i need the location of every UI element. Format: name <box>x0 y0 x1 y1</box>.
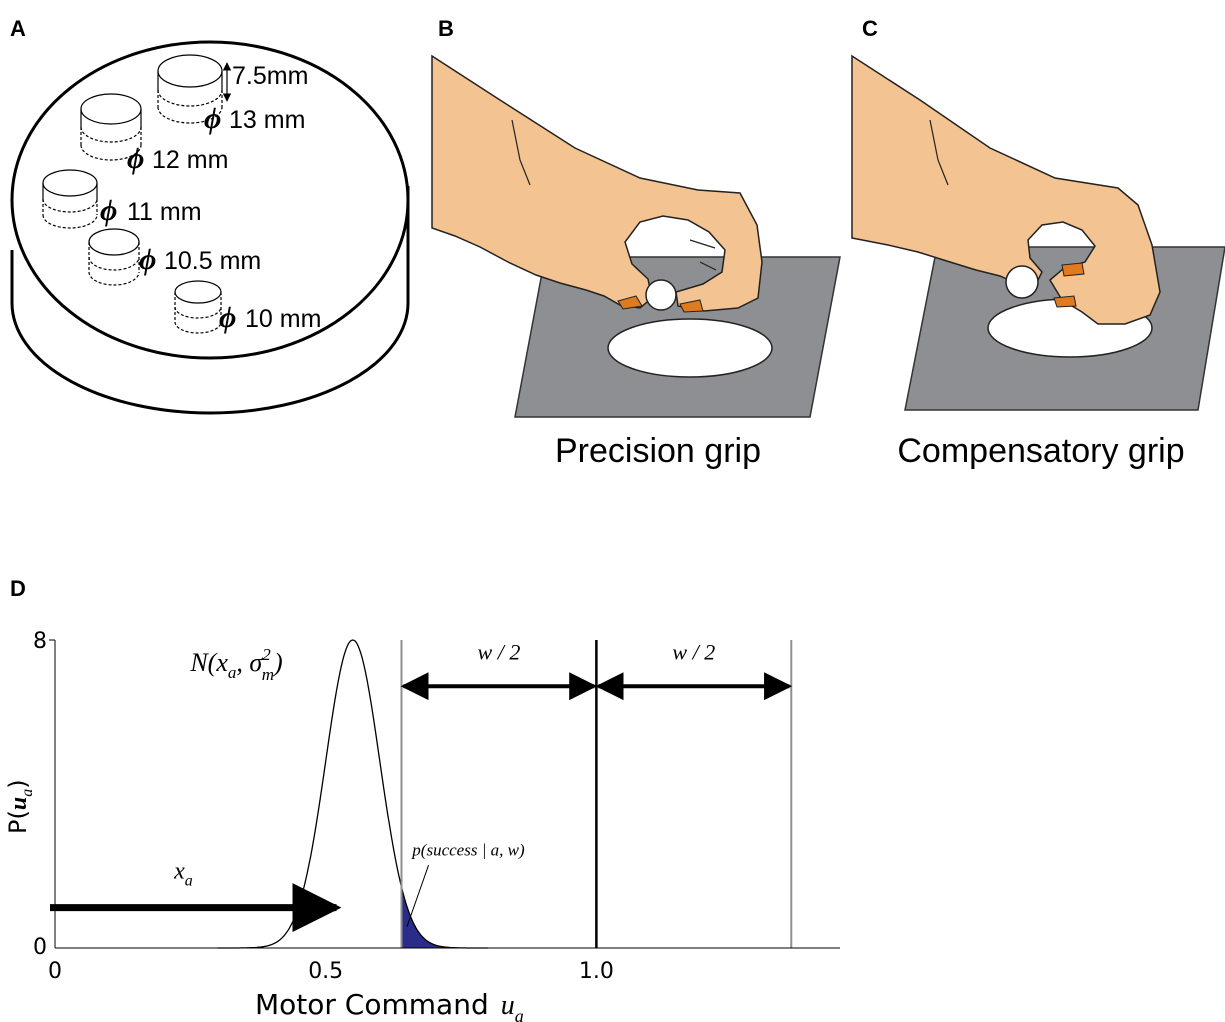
hole-10mm <box>174 280 222 334</box>
finger-nail <box>1053 295 1077 308</box>
hand <box>851 54 1161 325</box>
hole-11mm <box>42 169 98 229</box>
diameter-label-10: ϕ 10 mm <box>219 301 321 334</box>
xa-label: xa <box>173 859 193 890</box>
panel-b-illustration <box>431 54 841 418</box>
half-width-label-right: w / 2 <box>672 639 715 664</box>
diameter-value: 12 mm <box>152 146 228 174</box>
phi-symbol: ϕ <box>204 102 221 135</box>
panel-label-c: C <box>862 16 878 41</box>
y-tick-label: 8 <box>33 629 47 654</box>
caption-precision-grip: Precision grip <box>555 432 761 470</box>
panel-label-a: A <box>10 16 26 41</box>
panel-a-disc <box>10 40 410 415</box>
phi-symbol: ϕ <box>127 142 144 175</box>
diameter-value: 10.5 mm <box>164 247 261 275</box>
thumb-nail <box>1061 262 1085 277</box>
hole-13mm <box>157 54 223 124</box>
panel-label-d: D <box>10 576 26 601</box>
y-tick-label: 0 <box>33 935 47 960</box>
diameter-label-13: ϕ 13 mm <box>204 102 305 135</box>
hand <box>431 54 763 312</box>
ball <box>1005 265 1039 299</box>
panel-label-b: B <box>438 16 454 41</box>
phi-symbol: ϕ <box>100 194 117 227</box>
hole-12mm <box>80 93 142 161</box>
diameter-label-10-5: ϕ 10.5 mm <box>139 243 261 276</box>
diameter-value: 13 mm <box>229 106 305 134</box>
diameter-label-12: ϕ 12 mm <box>127 142 228 175</box>
thumb-nail <box>617 295 643 310</box>
diameter-value: 10 mm <box>245 305 321 333</box>
finger-nail <box>679 299 704 313</box>
x-tick-label: 0.5 <box>308 959 343 984</box>
plate-hole <box>607 318 773 378</box>
phi-symbol: ϕ <box>139 243 156 276</box>
normal-curve <box>217 639 489 949</box>
success-pointer-line <box>406 865 430 927</box>
diameter-value: 11 mm <box>127 198 202 226</box>
half-width-label-left: w / 2 <box>478 639 521 664</box>
depth-label: 7.5mm <box>232 62 308 90</box>
diameter-label-11: ϕ 11 mm <box>100 194 202 227</box>
x-tick-label: 0 <box>48 959 62 984</box>
hole-10-5mm <box>88 228 140 286</box>
success-area <box>401 887 489 948</box>
x-tick-label: 1.0 <box>579 959 614 984</box>
ball <box>645 279 677 311</box>
panel-c-illustration <box>851 54 1225 411</box>
caption-compensatory-grip: Compensatory grip <box>897 432 1184 470</box>
y-axis-label: P(ua) <box>4 779 36 834</box>
phi-symbol: ϕ <box>219 301 236 334</box>
success-probability-label: p(success | a, w) <box>411 841 525 860</box>
